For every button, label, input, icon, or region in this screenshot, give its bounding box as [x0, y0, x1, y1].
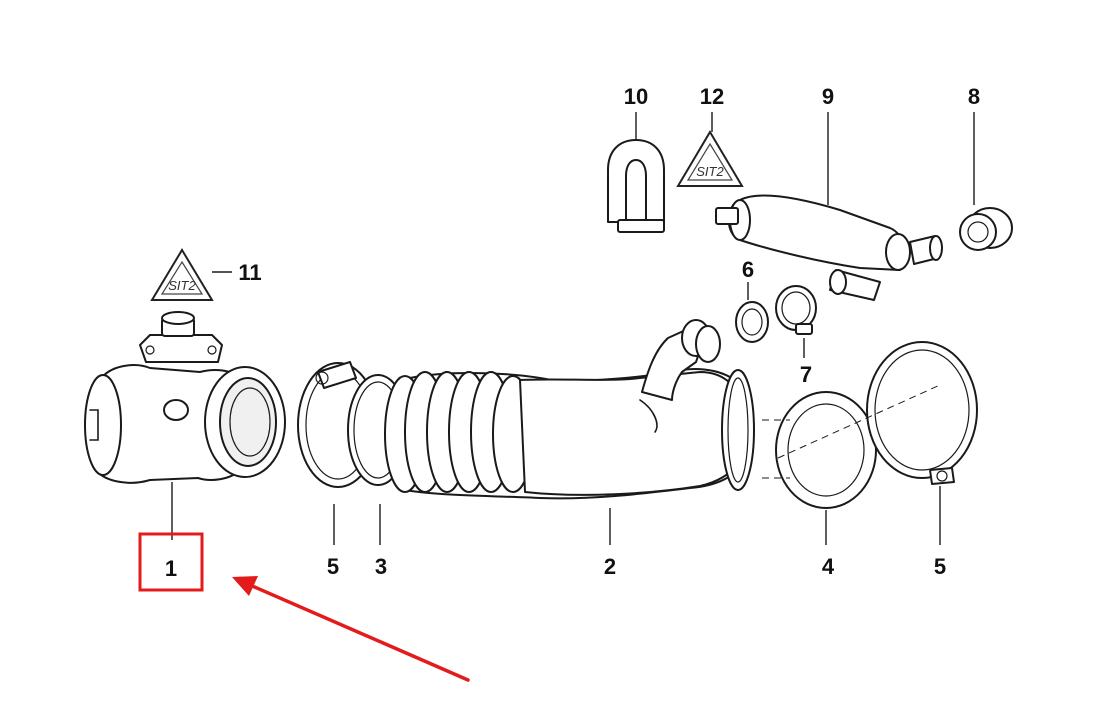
assembly-lines: [762, 384, 941, 479]
label-part-5-right: 5: [934, 554, 946, 579]
warning-symbol-text: SIT2: [168, 278, 196, 293]
part-number-labels: 1 2 3 4 5 5 6 7 8 9 10 11 12: [165, 84, 980, 581]
label-part-3: 3: [375, 554, 387, 579]
label-part-9: 9: [822, 84, 834, 109]
label-part-10: 10: [624, 84, 648, 109]
label-part-8: 8: [968, 84, 980, 109]
label-part-11: 11: [238, 260, 261, 285]
label-part-5-left: 5: [327, 554, 339, 579]
label-part-12: 12: [700, 84, 724, 109]
highlight-annotation: [138, 532, 470, 682]
part-7-small-clamp: [775, 285, 817, 335]
label-part-1: 1: [165, 556, 177, 581]
part-1-air-mass-meter: [84, 311, 286, 484]
highlight-box: [138, 532, 204, 592]
part-6-small-ring: [735, 301, 769, 343]
part-2-intake-bellows: [384, 319, 755, 500]
part-4-ring: [775, 391, 877, 509]
warning-triangle-12: SIT2: [676, 130, 744, 187]
leader-lines: [171, 112, 975, 545]
highlight-arrow-shaft: [248, 583, 470, 682]
label-part-4: 4: [822, 554, 835, 579]
label-part-2: 2: [604, 554, 616, 579]
label-part-6: 6: [742, 257, 754, 282]
part-9-valve: [715, 194, 943, 301]
part-10-bracket: [607, 139, 665, 233]
label-part-7: 7: [800, 362, 812, 387]
part-5-hose-clamp-right: [866, 341, 978, 485]
warning-symbol-text-12: SIT2: [696, 164, 724, 179]
part-8-nozzle: [959, 207, 1013, 251]
highlight-arrow-head: [232, 576, 258, 596]
warning-triangle-11: SIT2: [150, 248, 214, 301]
